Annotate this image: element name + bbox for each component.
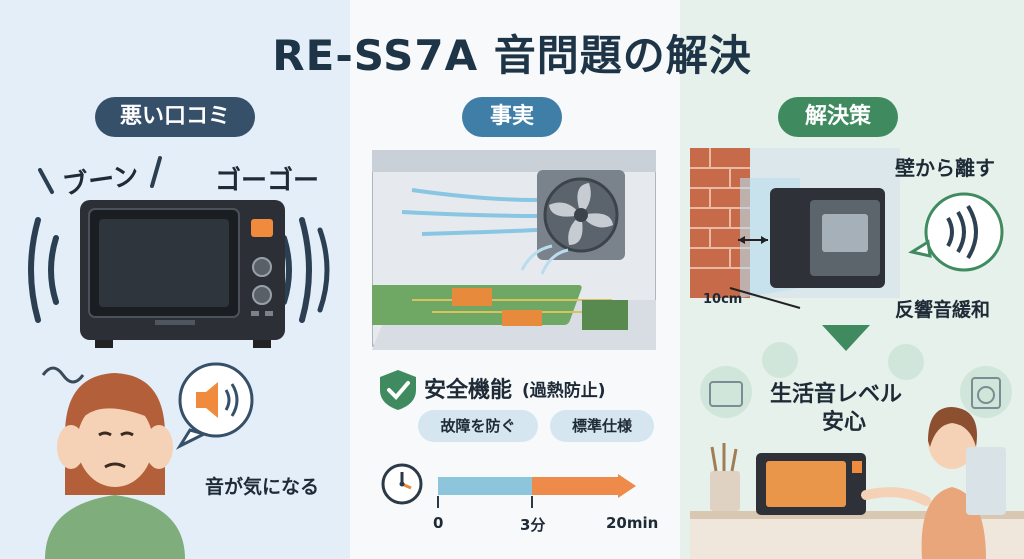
wall-clearance-illustration xyxy=(690,148,900,309)
timeline-arrow-head xyxy=(618,474,636,498)
timeline-mid-tick xyxy=(531,496,533,508)
noise-concern-caption: 音が気になる xyxy=(205,476,320,498)
clearance-distance-label: 10cm xyxy=(703,292,743,307)
timeline-start-tick xyxy=(437,496,439,508)
timeline-orange-segment xyxy=(532,477,618,495)
prevent-failure-tag: 故障を防ぐ xyxy=(418,410,538,442)
clock-icon xyxy=(381,463,423,505)
bad-review-badge: 悪い口コミ xyxy=(95,97,255,137)
cooling-fan-illustration xyxy=(372,150,656,350)
overheat-prevention-note: (過熱防止) xyxy=(522,381,606,401)
household-sounds-icons xyxy=(700,342,1012,418)
peace-of-mind-label: 安心 xyxy=(822,410,867,435)
page-title: RE-SS7A 音問題の解決 xyxy=(272,31,752,80)
shield-check-icon xyxy=(380,370,416,410)
speaker-bubble-icon xyxy=(175,362,254,450)
move-from-wall-heading: 壁から離す xyxy=(895,156,995,180)
kitchen-scene-illustration xyxy=(690,407,1024,559)
echo-reduction-label: 反響音緩和 xyxy=(895,299,991,321)
sound-wave-icon xyxy=(28,156,330,323)
fact-badge: 事実 xyxy=(462,97,562,137)
solution-badge: 解決策 xyxy=(778,97,898,137)
reduced-echo-bubble-icon xyxy=(908,192,1004,272)
timeline-mid-label: 3分 xyxy=(520,516,546,534)
household-noise-level-label: 生活音レベル xyxy=(770,382,903,407)
timeline-start-label: 0 xyxy=(433,514,444,532)
sound-text-gogo: ゴーゴー xyxy=(215,166,320,196)
safety-feature-label: 安全機能 xyxy=(424,378,513,403)
down-arrow-icon xyxy=(822,325,870,351)
timeline-blue-segment xyxy=(438,477,532,495)
cooling-timeline-bar xyxy=(438,474,636,498)
annoyed-woman-image xyxy=(41,366,185,559)
standard-spec-tag: 標準仕様 xyxy=(550,410,654,442)
microwave-image xyxy=(80,200,285,348)
timeline-end-label: 20min xyxy=(606,514,659,532)
